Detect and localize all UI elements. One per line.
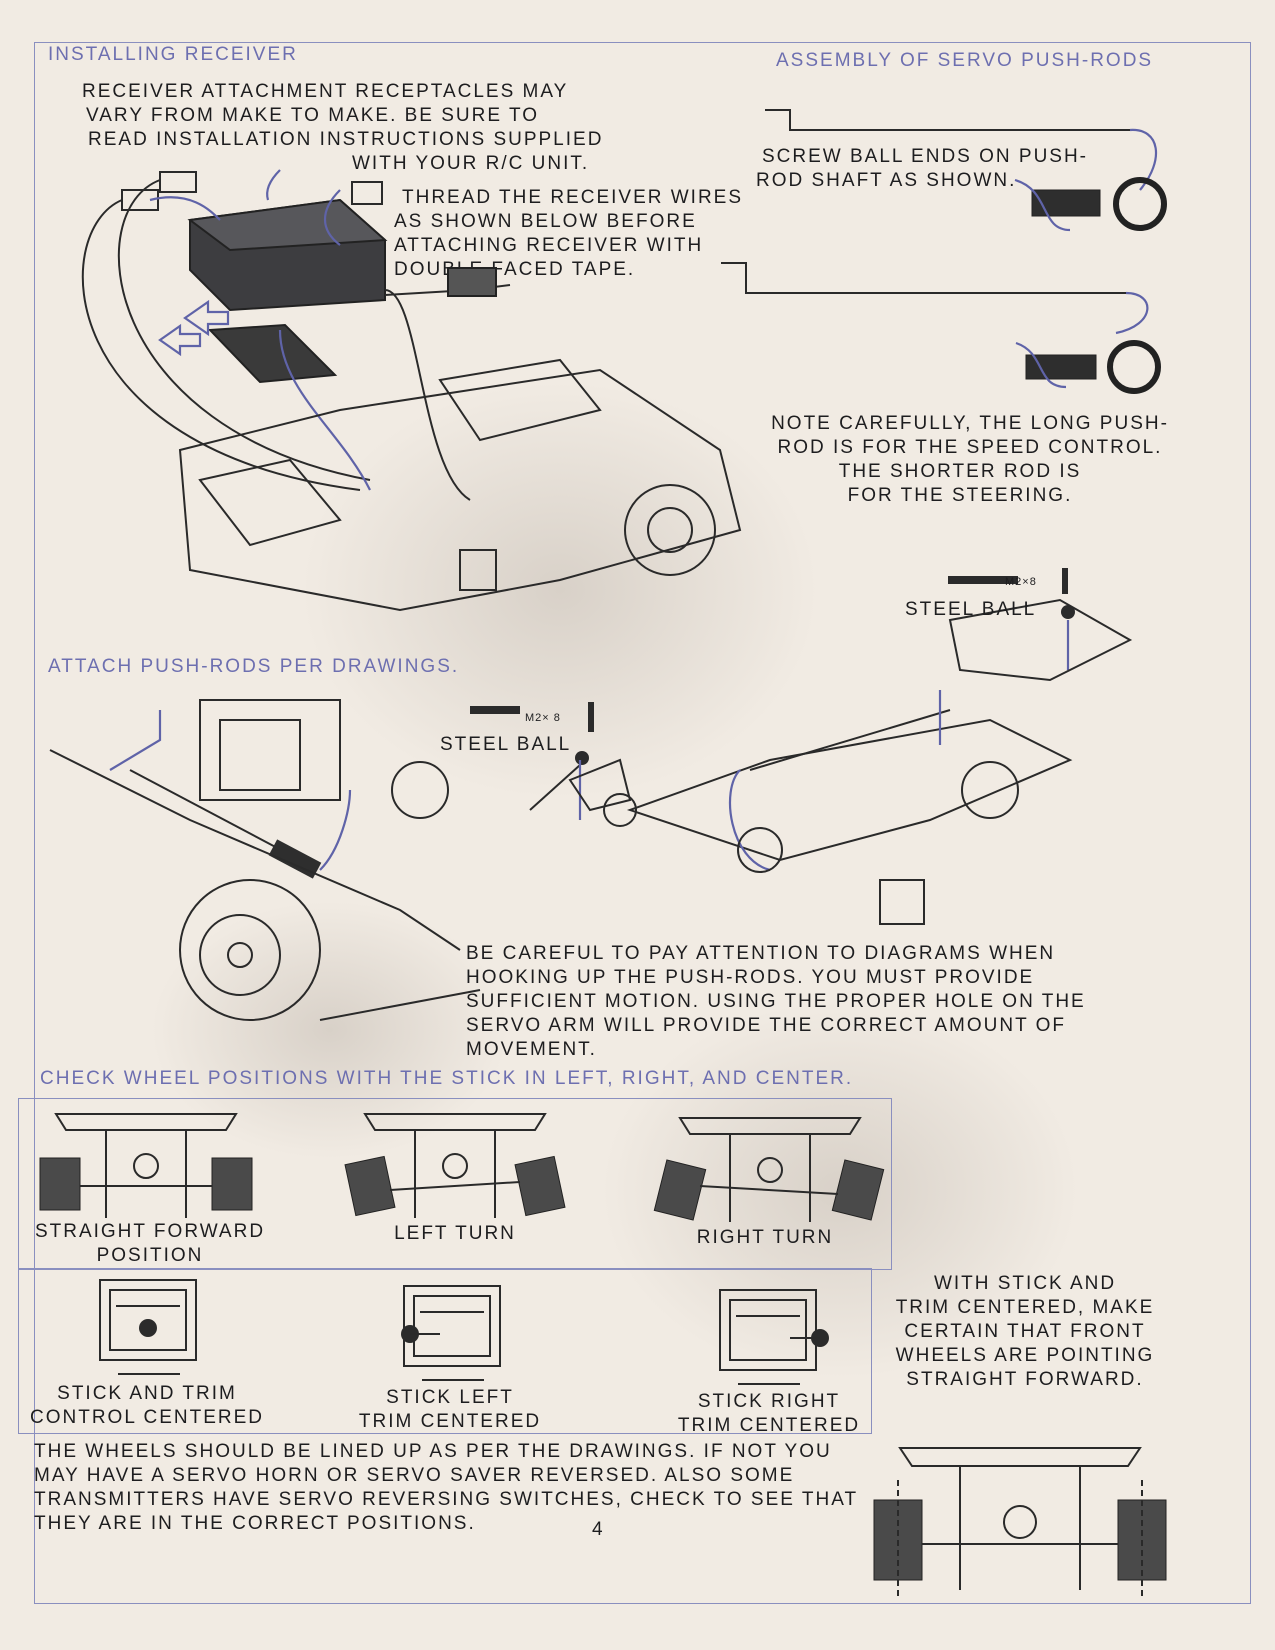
stick-diagram-centered (99, 1279, 197, 1375)
short-pushrod-illustration (765, 109, 1167, 232)
careful-note: BE CAREFUL TO PAY ATTENTION TO DIAGRAMS … (466, 943, 1086, 1060)
stick-label-right: STICK RIGHT TRIM CENTERED (677, 1391, 861, 1436)
wire-coil (447, 267, 497, 297)
position-label-left: LEFT TURN (394, 1223, 516, 1244)
stick-diagram-right (719, 1289, 829, 1385)
ball-end (1025, 340, 1161, 394)
steering-pushrod-illustration (49, 699, 481, 1021)
steel-ball-label-1: STEEL BALL (440, 734, 572, 755)
attach-pushrods-title: ATTACH PUSH-RODS PER DRAWINGS. (48, 656, 460, 677)
connector-plug (159, 171, 197, 193)
ball-end (1031, 177, 1167, 231)
long-pushrod-illustration (721, 262, 1161, 394)
pushrod-length-note: NOTE CAREFULLY, THE LONG PUSH- ROD IS FO… (771, 413, 1169, 506)
wheel-diagram-left (344, 1113, 566, 1218)
front-wheels-straight-illustration (873, 1447, 1167, 1600)
stick-positions-frame (18, 1268, 872, 1434)
connector-plug (351, 181, 383, 205)
alignment-footer-note: THE WHEELS SHOULD BE LINED UP AS PER THE… (34, 1441, 859, 1534)
page-number: 4 (592, 1519, 605, 1540)
wheel-diagram-straight (39, 1113, 253, 1218)
stick-label-left: STICK LEFT TRIM CENTERED (358, 1387, 542, 1432)
installing-receiver-title: INSTALLING RECEIVER (48, 44, 298, 65)
thread-wires-note: THREAD THE RECEIVER WIRES AS SHOWN BELOW… (394, 187, 744, 280)
screw-size-label-2: M2×8 (1005, 576, 1037, 588)
double-faced-tape (207, 323, 338, 384)
steel-ball-label-2: STEEL BALL (905, 599, 1037, 620)
wheel-positions-frame (18, 1098, 892, 1270)
steel-ball-detail-1 (470, 702, 637, 827)
speed-control-pushrod-illustration (626, 568, 1133, 925)
stick-label-centered: STICK AND TRIM CONTROL CENTERED (30, 1383, 264, 1428)
stick-diagram-left (401, 1285, 501, 1381)
receptacles-note: RECEIVER ATTACHMENT RECEPTACLES MAY VARY… (82, 81, 604, 174)
wheel-positions-title: CHECK WHEEL POSITIONS WITH THE STICK IN … (40, 1068, 854, 1089)
pushrod-assembly-title: ASSEMBLY OF SERVO PUSH-RODS (776, 50, 1154, 71)
position-label-right: RIGHT TURN (696, 1227, 834, 1248)
screw-size-label-1: M2× 8 (525, 712, 561, 724)
position-label-straight: STRAIGHT FORWARD POSITION (34, 1221, 266, 1266)
wheel-diagram-right (653, 1117, 885, 1222)
centered-note: WITH STICK AND TRIM CENTERED, MAKE CERTA… (895, 1273, 1155, 1390)
screw-ball-note: SCREW BALL ENDS ON PUSH- ROD SHAFT AS SH… (756, 146, 1089, 191)
page-frame (34, 42, 1251, 1604)
receiver-installation-illustration (81, 169, 742, 612)
receiver-box (187, 198, 388, 312)
